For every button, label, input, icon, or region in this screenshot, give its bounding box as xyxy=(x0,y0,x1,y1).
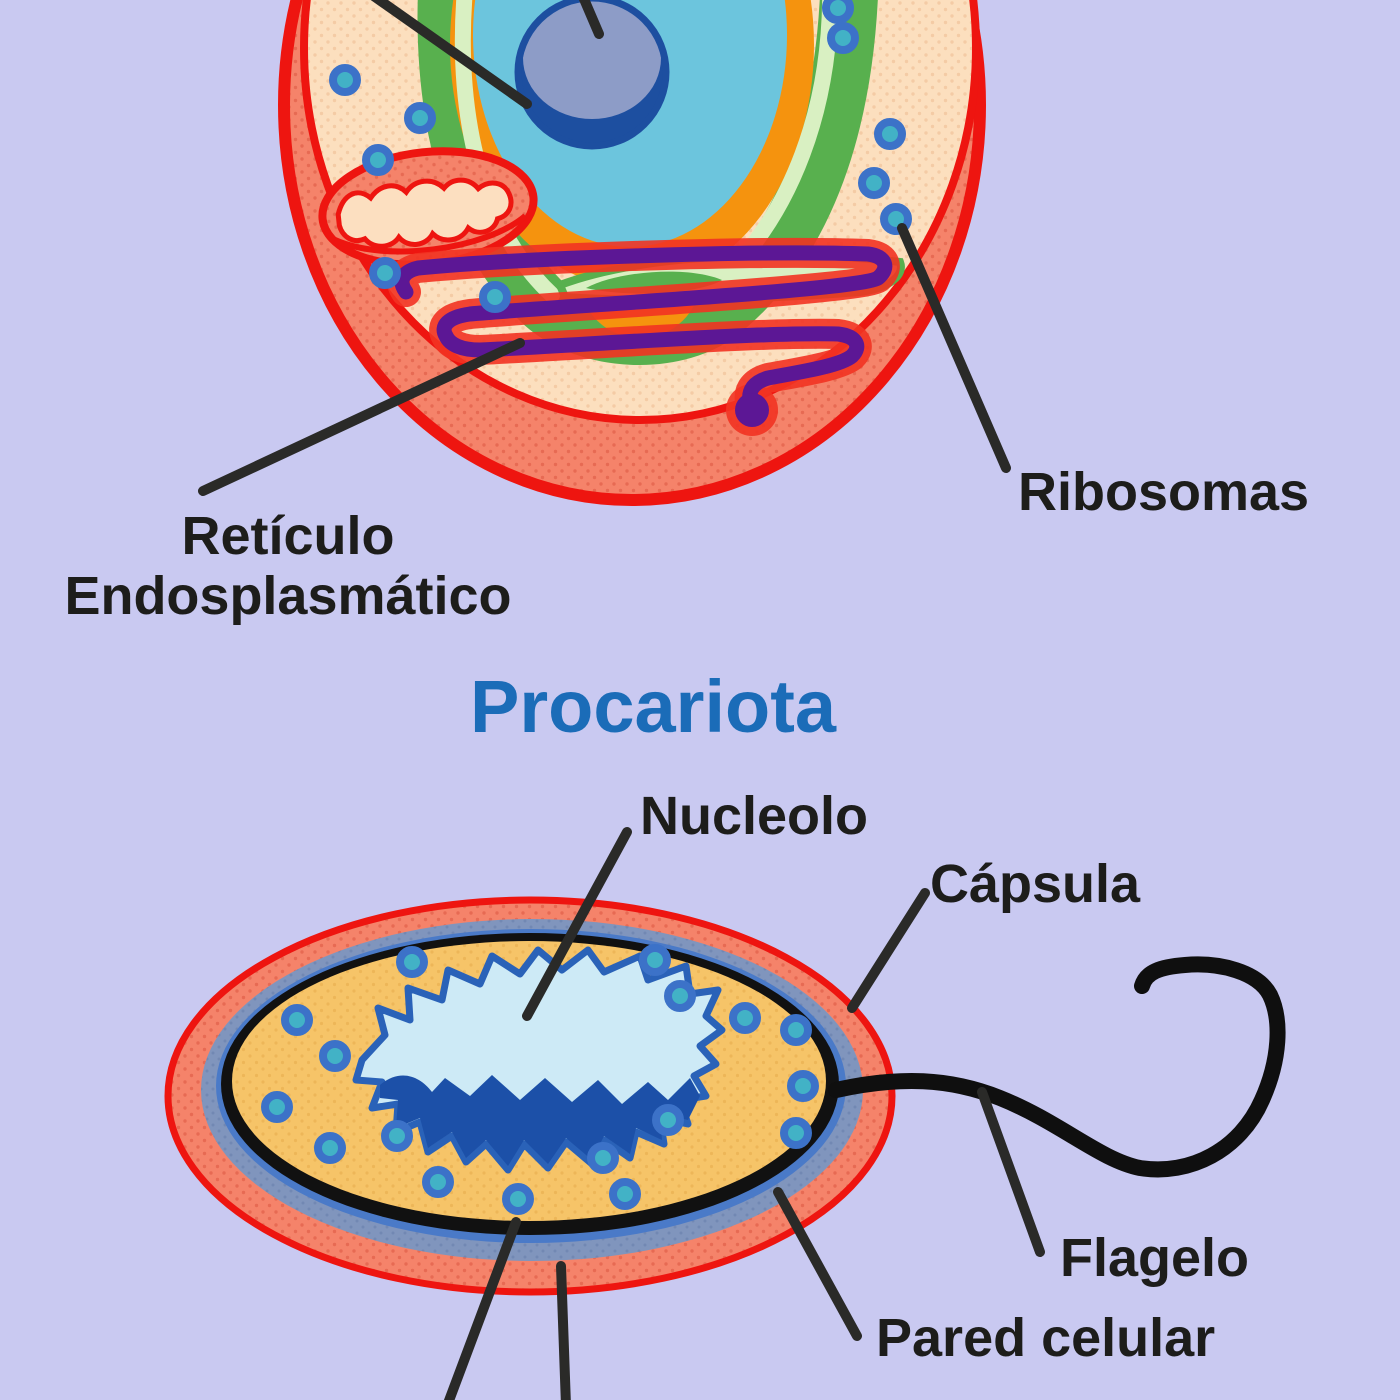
eukaryote-cell xyxy=(278,0,986,506)
pointer-cropped-top-left xyxy=(370,0,532,109)
nucleoid-dense-dna xyxy=(380,1075,700,1166)
mitochondria-cristae xyxy=(335,177,514,249)
pointer-reticulo xyxy=(198,338,525,496)
pointer-lines xyxy=(198,0,1045,1400)
label-nucleolo: Nucleolo xyxy=(640,786,869,846)
label-flagelo: Flagelo xyxy=(1060,1228,1250,1288)
label-capsula: Cápsula xyxy=(930,854,1141,914)
pointer-flagelo xyxy=(977,1087,1045,1257)
pointer-capsula xyxy=(847,888,930,1013)
label-ribosomas: Ribosomas xyxy=(1018,462,1310,522)
label-reticulo-line2: Endosplasmático xyxy=(64,566,512,627)
pointer-cropped-bottom-left xyxy=(443,1217,521,1400)
pointer-pared-celular xyxy=(773,1187,862,1341)
label-pared-celular: Pared celular xyxy=(876,1308,1216,1368)
nucleoid xyxy=(352,946,726,1174)
reticulo-endoplasmatico xyxy=(387,237,900,436)
title-procariota: Procariota xyxy=(470,665,837,748)
label-reticulo-endoplasmatico: Retículo Endosplasmático xyxy=(48,506,528,627)
ribosomas-eukaryote xyxy=(329,0,912,313)
pointer-cropped-bottom-right xyxy=(556,1261,571,1400)
pointer-ribosomas xyxy=(897,223,1011,473)
ribosomas-prokaryote xyxy=(261,944,819,1215)
pointer-cropped-top-right xyxy=(578,0,604,39)
label-reticulo-line1: Retículo xyxy=(181,506,395,566)
flagelo-tail xyxy=(828,956,1286,1178)
pointer-nucleolo xyxy=(522,827,632,1021)
prokaryote-cell xyxy=(164,896,1286,1296)
nucleolus-eukaryote xyxy=(514,0,670,150)
